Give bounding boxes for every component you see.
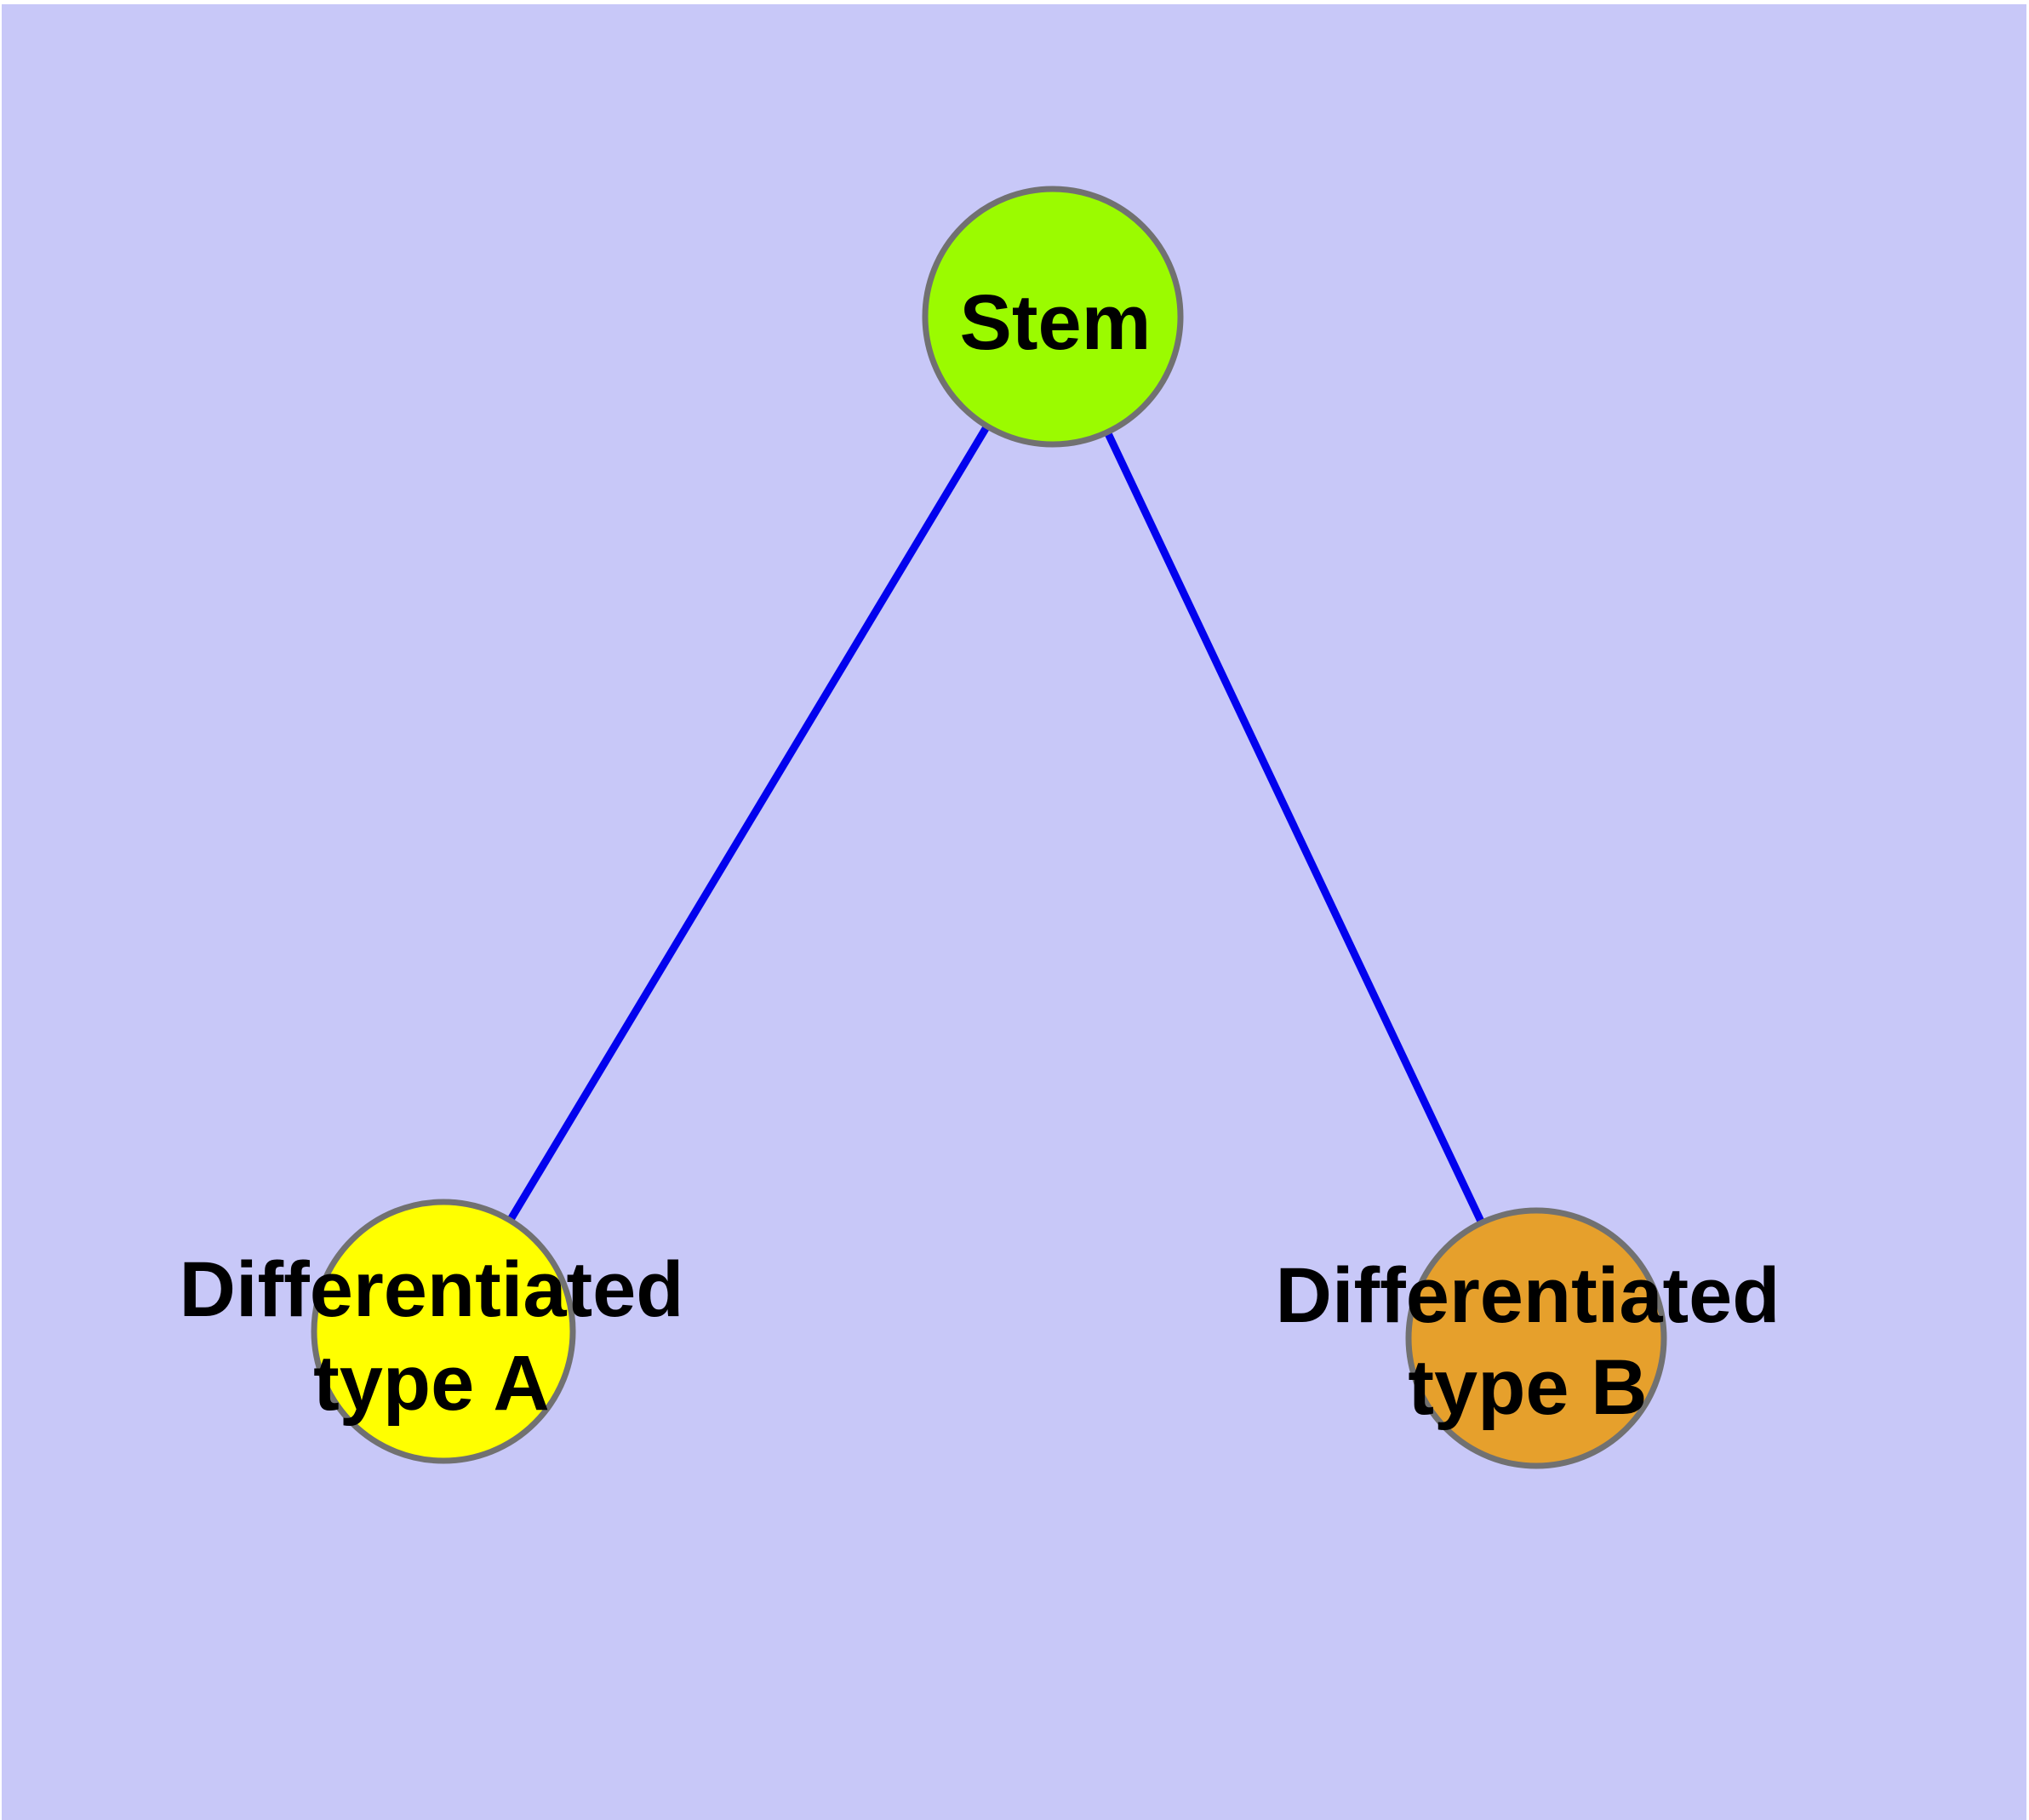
differentiated-type-b-node-circle bbox=[1409, 1210, 1664, 1466]
differentiated-type-a-node-border bbox=[311, 1199, 576, 1464]
stem-node-border bbox=[922, 186, 1184, 448]
differentiated-type-a-label-line1: Differentiated bbox=[180, 1246, 684, 1333]
edge-stem-to-type-a bbox=[440, 314, 1056, 1334]
stem-node-circle bbox=[925, 189, 1180, 444]
differentiated-type-b-label-line2: type B bbox=[1408, 1344, 1647, 1431]
stem-node-label: Stem bbox=[960, 279, 1152, 366]
differentiated-type-a-node-circle bbox=[314, 1202, 573, 1461]
differentiated-type-a-label-line2: type A bbox=[313, 1340, 550, 1427]
differentiated-type-b-node-border bbox=[1405, 1207, 1667, 1469]
edge-stem-to-type-b bbox=[1049, 315, 1540, 1340]
differentiated-type-b-label-line1: Differentiated bbox=[1276, 1252, 1780, 1339]
